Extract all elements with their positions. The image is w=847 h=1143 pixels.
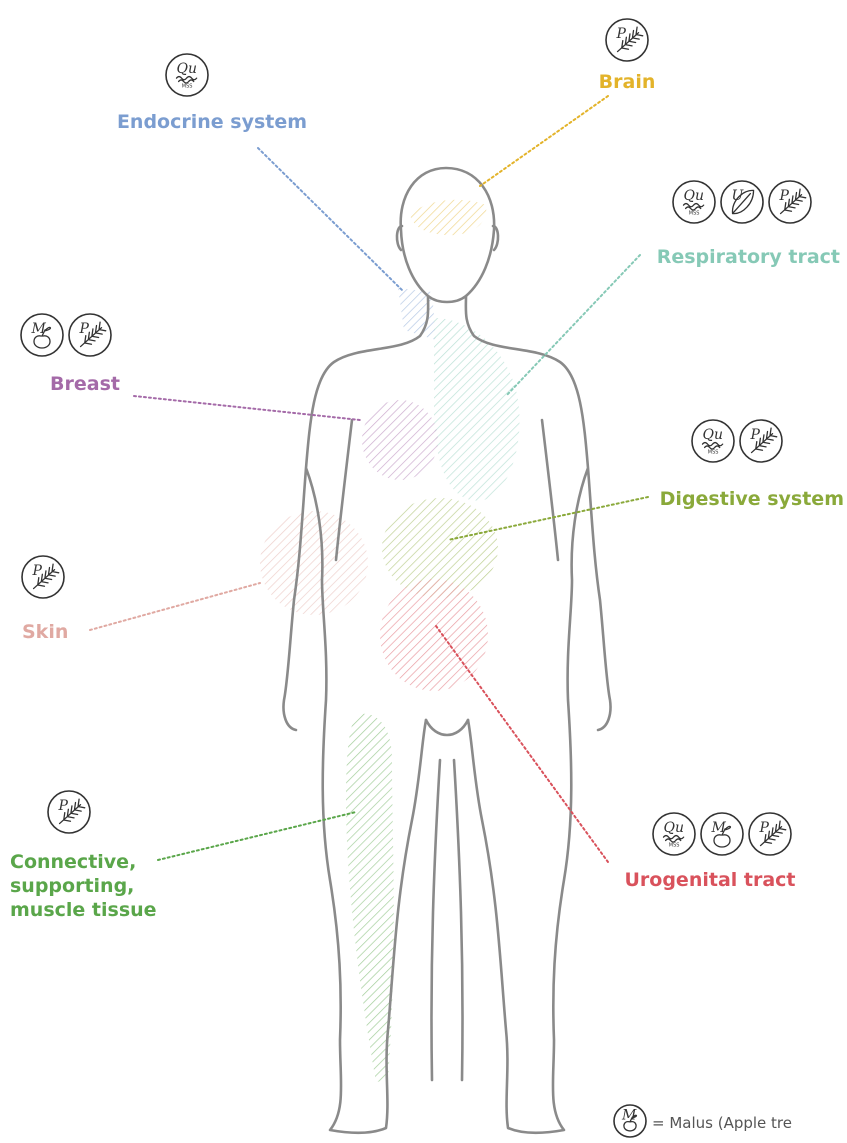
- region-skin: [260, 511, 368, 615]
- icon-group-brain: P: [606, 19, 648, 61]
- pinus-icon: P: [769, 181, 811, 223]
- svg-text:Qu: Qu: [664, 820, 685, 836]
- leader-breast: [134, 396, 360, 420]
- region-connective: [346, 714, 394, 1082]
- pinus-icon: P: [606, 19, 648, 61]
- legend-malus-icon: M: [614, 1105, 646, 1137]
- arm-inner-right: [542, 420, 558, 560]
- pinus-icon: P: [22, 556, 64, 598]
- svg-text:MSS: MSS: [182, 84, 193, 90]
- svg-text:P: P: [58, 798, 69, 814]
- icon-group-connective: P: [48, 791, 90, 833]
- region-brain: [410, 200, 486, 235]
- icon-group-skin: P: [22, 556, 64, 598]
- svg-text:P: P: [32, 563, 43, 579]
- region-endocrine: [398, 288, 436, 340]
- svg-text:M: M: [711, 820, 727, 836]
- label-brain: Brain: [599, 71, 656, 93]
- ulmus-icon: U: [721, 181, 763, 223]
- pinus-icon: P: [749, 813, 791, 855]
- legend-text: = Malus (Apple tre: [652, 1114, 792, 1132]
- leader-endocrine: [258, 148, 402, 290]
- svg-text:P: P: [779, 188, 790, 204]
- pinus-icon: P: [48, 791, 90, 833]
- svg-text:MSS: MSS: [708, 450, 719, 456]
- label-breast: Breast: [50, 373, 120, 395]
- svg-text:P: P: [616, 26, 627, 42]
- leg-inner-right: [454, 760, 463, 1080]
- organ-regions: [260, 200, 520, 1082]
- leader-respiratory: [506, 255, 640, 396]
- leader-brain: [480, 96, 608, 186]
- malus-icon: M: [701, 813, 743, 855]
- svg-text:P: P: [759, 820, 770, 836]
- label-urogenital: Urogenital tract: [624, 869, 795, 891]
- malus-icon: M: [21, 314, 63, 356]
- label-connective: Connective,supporting,muscle tissue: [10, 851, 157, 921]
- pinus-icon: P: [740, 420, 782, 462]
- leader-skin: [90, 583, 260, 630]
- label-skin: Skin: [22, 621, 68, 643]
- organ-labels: Brain Endocrine system Respiratory tract…: [10, 71, 844, 921]
- region-respiratory: [434, 318, 520, 501]
- svg-text:Qu: Qu: [684, 188, 705, 204]
- svg-text:Qu: Qu: [177, 61, 198, 77]
- svg-text:MSS: MSS: [669, 843, 680, 849]
- svg-text:M: M: [31, 321, 47, 337]
- legend: M = Malus (Apple tre: [614, 1105, 792, 1137]
- svg-text:P: P: [79, 321, 90, 337]
- crotch-outline: [426, 720, 468, 735]
- label-respiratory: Respiratory tract: [657, 246, 840, 268]
- leg-inner-left: [431, 760, 440, 1080]
- svg-text:MSS: MSS: [689, 211, 700, 217]
- label-digestive: Digestive system: [660, 488, 844, 510]
- svg-text:Qu: Qu: [703, 427, 724, 443]
- malus-icon: M: [614, 1105, 646, 1137]
- label-endocrine: Endocrine system: [117, 111, 307, 133]
- pinus-icon: P: [69, 314, 111, 356]
- svg-text:P: P: [750, 427, 761, 443]
- region-breast: [362, 400, 438, 480]
